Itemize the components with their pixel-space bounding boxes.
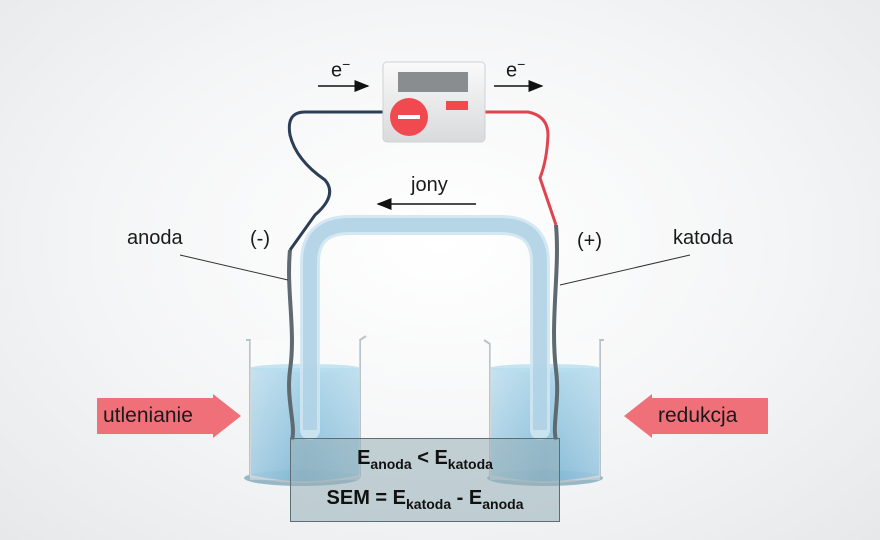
- formula-line-1: Eanoda < Ekatoda: [357, 447, 493, 472]
- cathode-sign: (+): [577, 230, 602, 252]
- oxidation-label: utlenianie: [97, 398, 213, 434]
- reduction-label: redukcja: [652, 398, 768, 434]
- cathode-label: katoda: [673, 227, 734, 249]
- formula-line-2: SEM = Ekatoda - Eanoda: [326, 487, 524, 512]
- reduction-arrow-head: [624, 394, 652, 438]
- electron-label-right: e−: [506, 56, 526, 82]
- salt-bridge: [300, 215, 550, 440]
- positive-wire: [482, 110, 558, 226]
- anode-electrode: [287, 249, 295, 441]
- voltmeter: [382, 61, 486, 143]
- anode-label: anoda: [127, 227, 183, 249]
- cathode-electrode: [552, 224, 560, 441]
- electron-label-left: e−: [331, 56, 351, 82]
- ions-label: jony: [411, 174, 448, 196]
- anode-sign: (-): [250, 228, 270, 250]
- formula-box: Eanoda < Ekatoda SEM = Ekatoda - Eanoda: [290, 438, 560, 522]
- oxidation-arrow-head: [213, 394, 241, 438]
- cathode-leader-line: [559, 254, 691, 286]
- anode-leader-line: [179, 254, 289, 281]
- negative-wire: [287, 110, 385, 251]
